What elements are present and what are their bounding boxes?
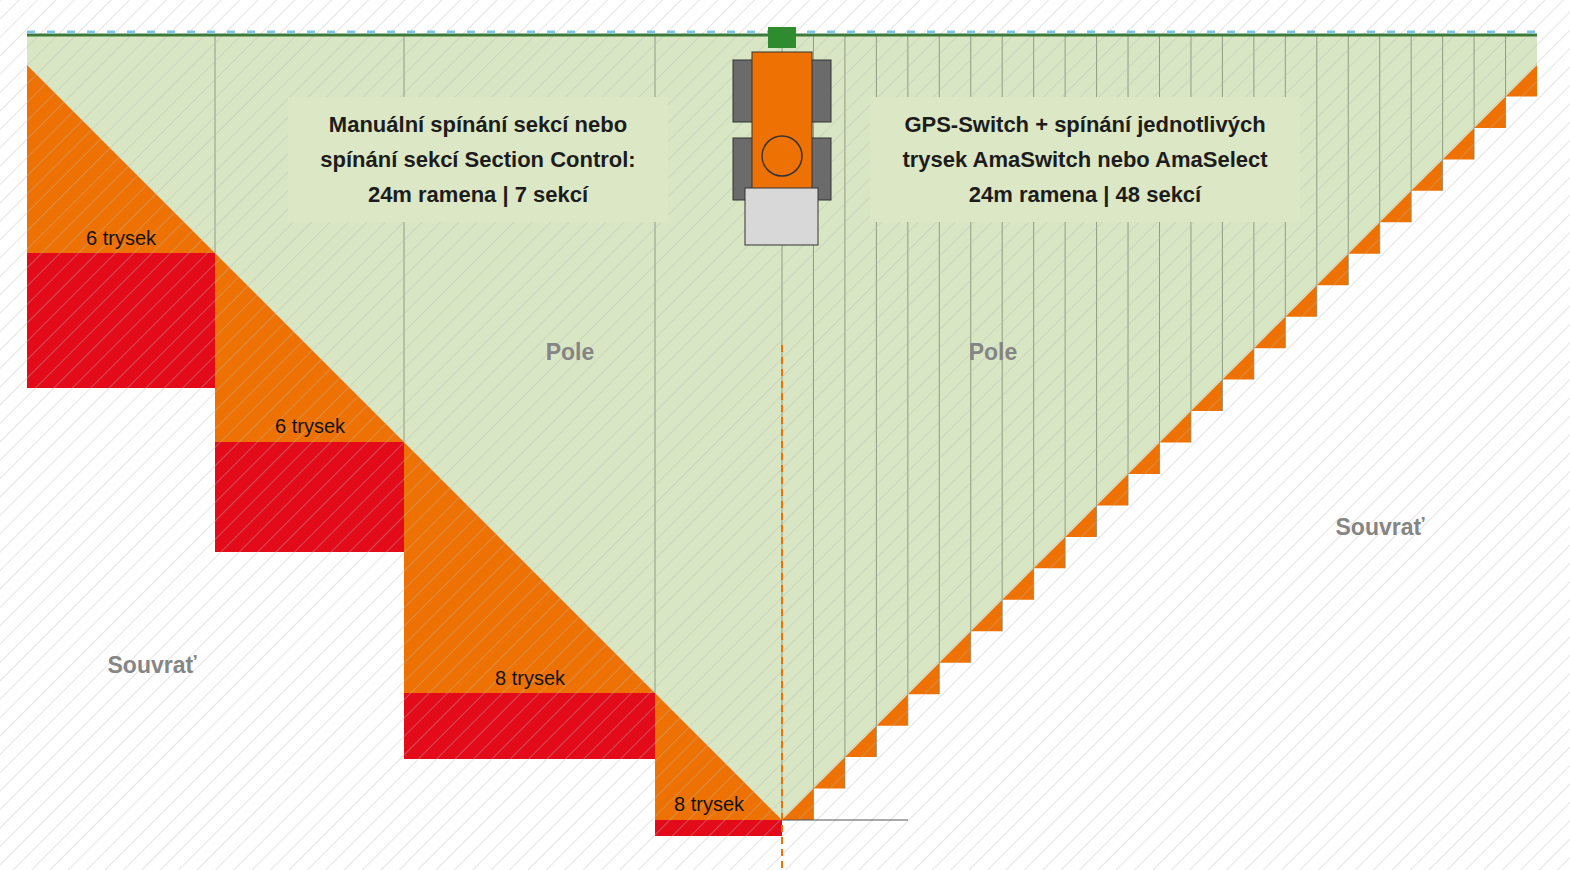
text-panel: GPS-Switch + spínání jednotlivých trysek… bbox=[870, 97, 1300, 222]
tractor-body bbox=[752, 52, 812, 192]
boom-center bbox=[768, 27, 796, 48]
area-label: Pole bbox=[546, 339, 595, 366]
tractor-seat bbox=[762, 136, 802, 176]
panel-text: Manuální spínání sekcí nebo spínání sekc… bbox=[302, 107, 654, 212]
center-line bbox=[781, 345, 783, 870]
nozzle-count: 6 trysek bbox=[275, 415, 345, 438]
nozzle-count: 8 trysek bbox=[495, 667, 565, 690]
nozzle-count: 8 trysek bbox=[674, 793, 744, 816]
area-label: Souvrať bbox=[1336, 514, 1425, 541]
wheel bbox=[811, 60, 831, 122]
nozzle-count: 6 trysek bbox=[86, 227, 156, 250]
panel-text: GPS-Switch + spínání jednotlivých trysek… bbox=[884, 107, 1286, 212]
edge-line bbox=[782, 820, 908, 821]
area-label: Pole bbox=[969, 339, 1018, 366]
sprayer-tank bbox=[745, 188, 818, 245]
text-panel: Manuální spínání sekcí nebo spínání sekc… bbox=[288, 97, 668, 222]
wheel bbox=[733, 60, 753, 122]
area-label: Souvrať bbox=[108, 652, 197, 679]
tractor bbox=[733, 52, 831, 245]
